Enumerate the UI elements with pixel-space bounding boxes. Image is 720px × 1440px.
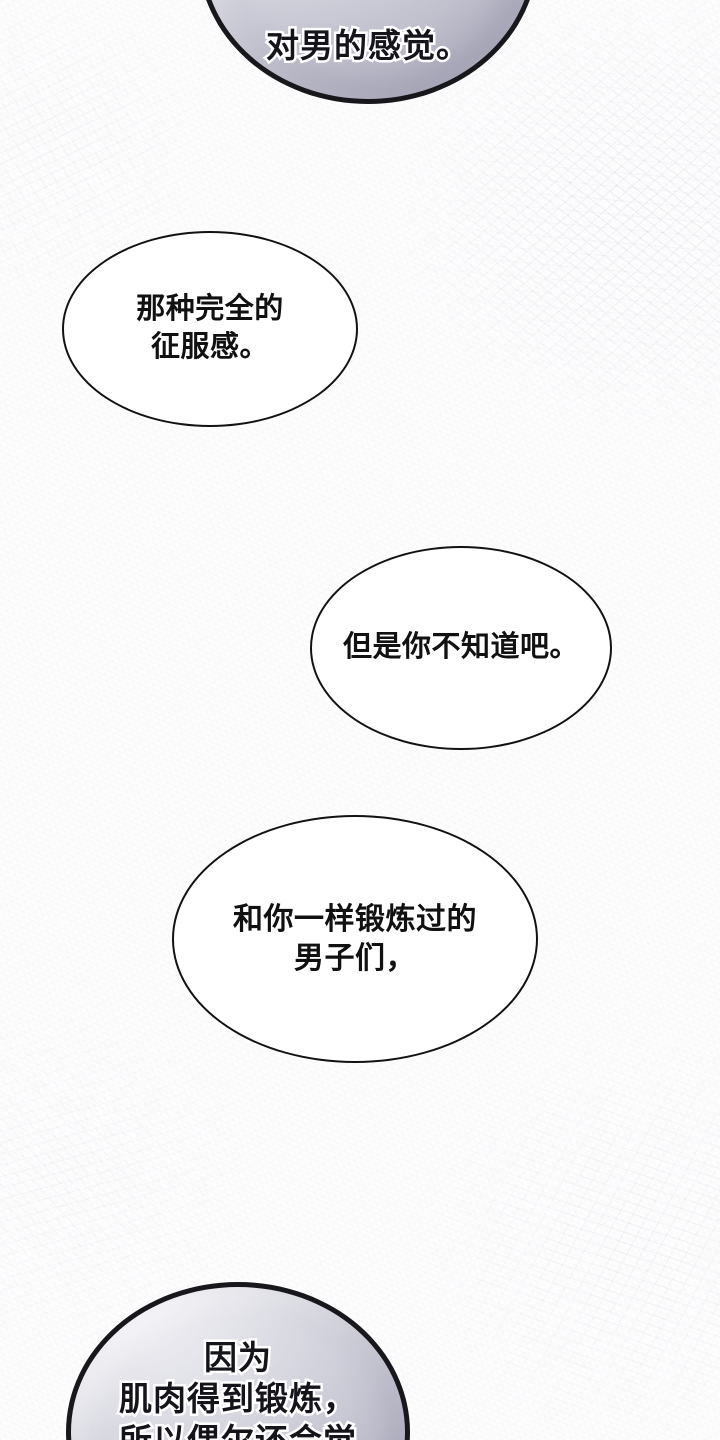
speech-bubble-conquest-text: 那种完全的 征服感。	[136, 293, 284, 363]
speech-bubble-bottom-cutoff: 因为 肌肉得到锻炼， 所以偶尔还会觉 得疼痛吧。	[66, 1282, 410, 1440]
speech-bubble-trained-men: 和你一样锻炼过的 男子们，	[172, 815, 538, 1063]
speech-bubble-dont-know-text: 但是你不知道吧。	[342, 631, 579, 664]
speech-bubble-top-cutoff: 对男的感觉。	[198, 0, 538, 104]
speech-bubble-bottom-text: 因为 肌肉得到锻炼， 所以偶尔还会觉 得疼痛吧。	[117, 1336, 359, 1440]
speech-bubble-conquest: 那种完全的 征服感。	[62, 231, 358, 427]
speech-bubble-trained-men-text: 和你一样锻炼过的 男子们，	[233, 903, 477, 975]
speech-bubble-top-text: 对男的感觉。	[264, 24, 472, 66]
speech-bubble-dont-know: 但是你不知道吧。	[310, 546, 612, 750]
